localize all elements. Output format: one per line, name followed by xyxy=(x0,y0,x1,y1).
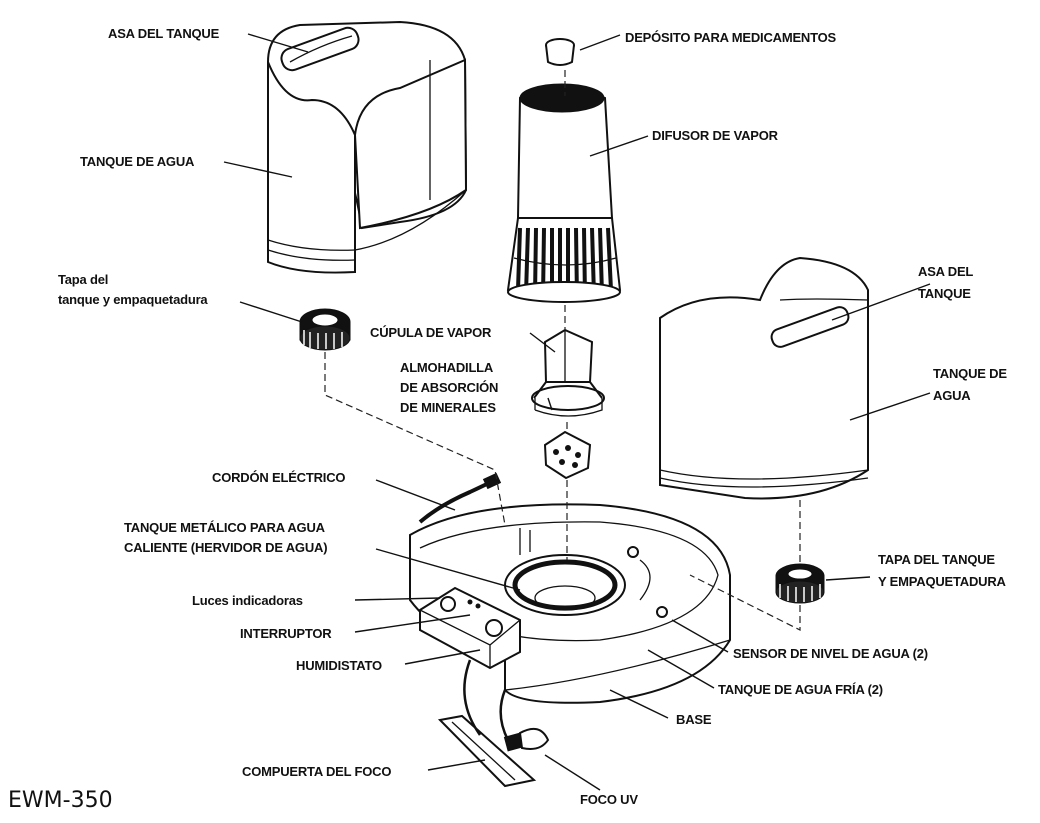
mineral-pad xyxy=(543,430,592,480)
label-almohadilla-1: ALMOHADILLA xyxy=(400,360,494,375)
label-interruptor: INTERRUPTOR xyxy=(240,626,332,641)
label-tapa-right-1: TAPA DEL TANQUE xyxy=(878,552,995,567)
label-foco-uv: FOCO UV xyxy=(580,792,638,807)
label-almohadilla-2: DE ABSORCIÓN xyxy=(400,380,499,395)
right-water-tank xyxy=(659,256,869,500)
label-tanque-metalico-1: TANQUE METÁLICO PARA AGUA xyxy=(124,520,325,535)
label-tanque-agua-fria: TANQUE DE AGUA FRÍA (2) xyxy=(718,682,883,697)
control-panel xyxy=(419,586,521,670)
bulb-door xyxy=(437,714,537,788)
label-base: BASE xyxy=(676,712,712,727)
diffuser-grille xyxy=(513,227,617,300)
right-tank-cap xyxy=(775,563,825,604)
label-humidistato: HUMIDISTATO xyxy=(296,658,382,673)
steam-dome xyxy=(531,328,605,417)
label-tapa-left-1: Tapa del xyxy=(58,272,109,287)
label-difusor-vapor: DIFUSOR DE VAPOR xyxy=(652,128,778,143)
label-tanque-agua-left: TANQUE DE AGUA xyxy=(80,154,195,169)
label-tapa-right-2: Y EMPAQUETADURA xyxy=(878,574,1006,589)
medication-cup xyxy=(545,38,575,66)
label-cordon-electrico: CORDÓN ELÉCTRICO xyxy=(212,470,346,485)
steam-diffuser xyxy=(506,83,622,303)
label-asa-tanque-right-1: ASA DEL xyxy=(918,264,974,279)
left-tank-handle xyxy=(280,26,360,72)
model-number: EWM-350 xyxy=(8,788,113,813)
left-water-tank xyxy=(267,20,468,274)
label-tanque-metalico-2: CALIENTE (HERVIDOR DE AGUA) xyxy=(124,540,328,555)
label-tanque-agua-right-1: TANQUE DE xyxy=(933,366,1007,381)
left-tank-cap xyxy=(299,308,351,351)
leader-lines xyxy=(223,33,931,791)
assembly-lines xyxy=(324,70,801,631)
label-luces-indicadoras: Luces indicadoras xyxy=(192,593,303,608)
label-deposito-medicamentos: DEPÓSITO PARA MEDICAMENTOS xyxy=(625,30,837,45)
label-tapa-left-2: tanque y empaquetadura xyxy=(58,292,208,307)
label-asa-tanque-left: ASA DEL TANQUE xyxy=(108,26,220,41)
uv-bulb xyxy=(463,659,550,752)
label-compuerta-foco: COMPUERTA DEL FOCO xyxy=(242,764,392,779)
label-almohadilla-3: DE MINERALES xyxy=(400,400,496,415)
label-asa-tanque-right-2: TANQUE xyxy=(918,286,971,301)
label-cupula-vapor: CÚPULA DE VAPOR xyxy=(370,325,492,340)
label-tanque-agua-right-2: AGUA xyxy=(933,388,971,403)
label-sensor-nivel: SENSOR DE NIVEL DE AGUA (2) xyxy=(733,646,928,661)
